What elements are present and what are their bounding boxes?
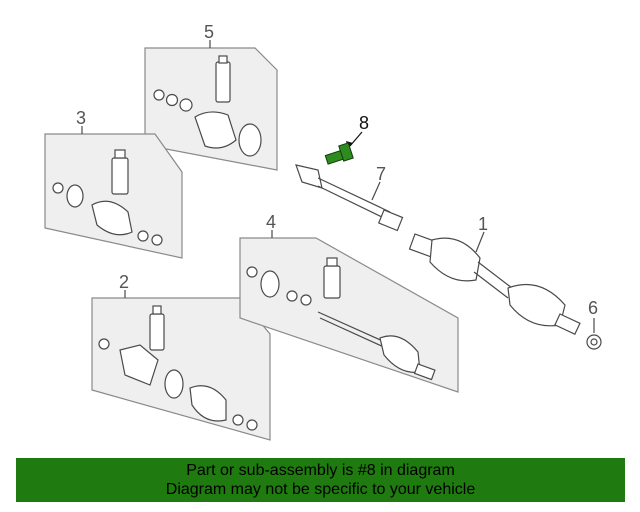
callout-6: 6 [588, 298, 598, 318]
info-banner: Part or sub-assembly is #8 in diagram Di… [16, 458, 625, 502]
kit-panel-3[interactable]: 3 [44, 108, 183, 259]
kit-panel-2[interactable]: 2 [91, 272, 271, 441]
callout-5: 5 [204, 22, 214, 42]
callout-2: 2 [119, 272, 129, 292]
parts-diagram: 5 3 2 4 [44, 22, 602, 441]
intermediate-shaft-7[interactable]: 7 [295, 164, 404, 232]
hub-nut-6[interactable]: 6 [586, 298, 602, 350]
callout-8: 8 [359, 113, 369, 133]
banner-line-1: Part or sub-assembly is #8 in diagram [186, 462, 455, 479]
callout-3: 3 [76, 108, 86, 128]
banner-line-2: Diagram may not be specific to your vehi… [165, 481, 476, 498]
callout-1: 1 [478, 214, 488, 234]
kit-panel-4[interactable]: 4 [239, 212, 459, 393]
callout-7: 7 [376, 164, 386, 184]
bolt-8[interactable]: 8 [324, 113, 369, 165]
axle-assembly-1[interactable]: 1 [408, 214, 581, 335]
callout-4: 4 [266, 212, 276, 232]
kit-panel-5[interactable]: 5 [144, 22, 278, 171]
